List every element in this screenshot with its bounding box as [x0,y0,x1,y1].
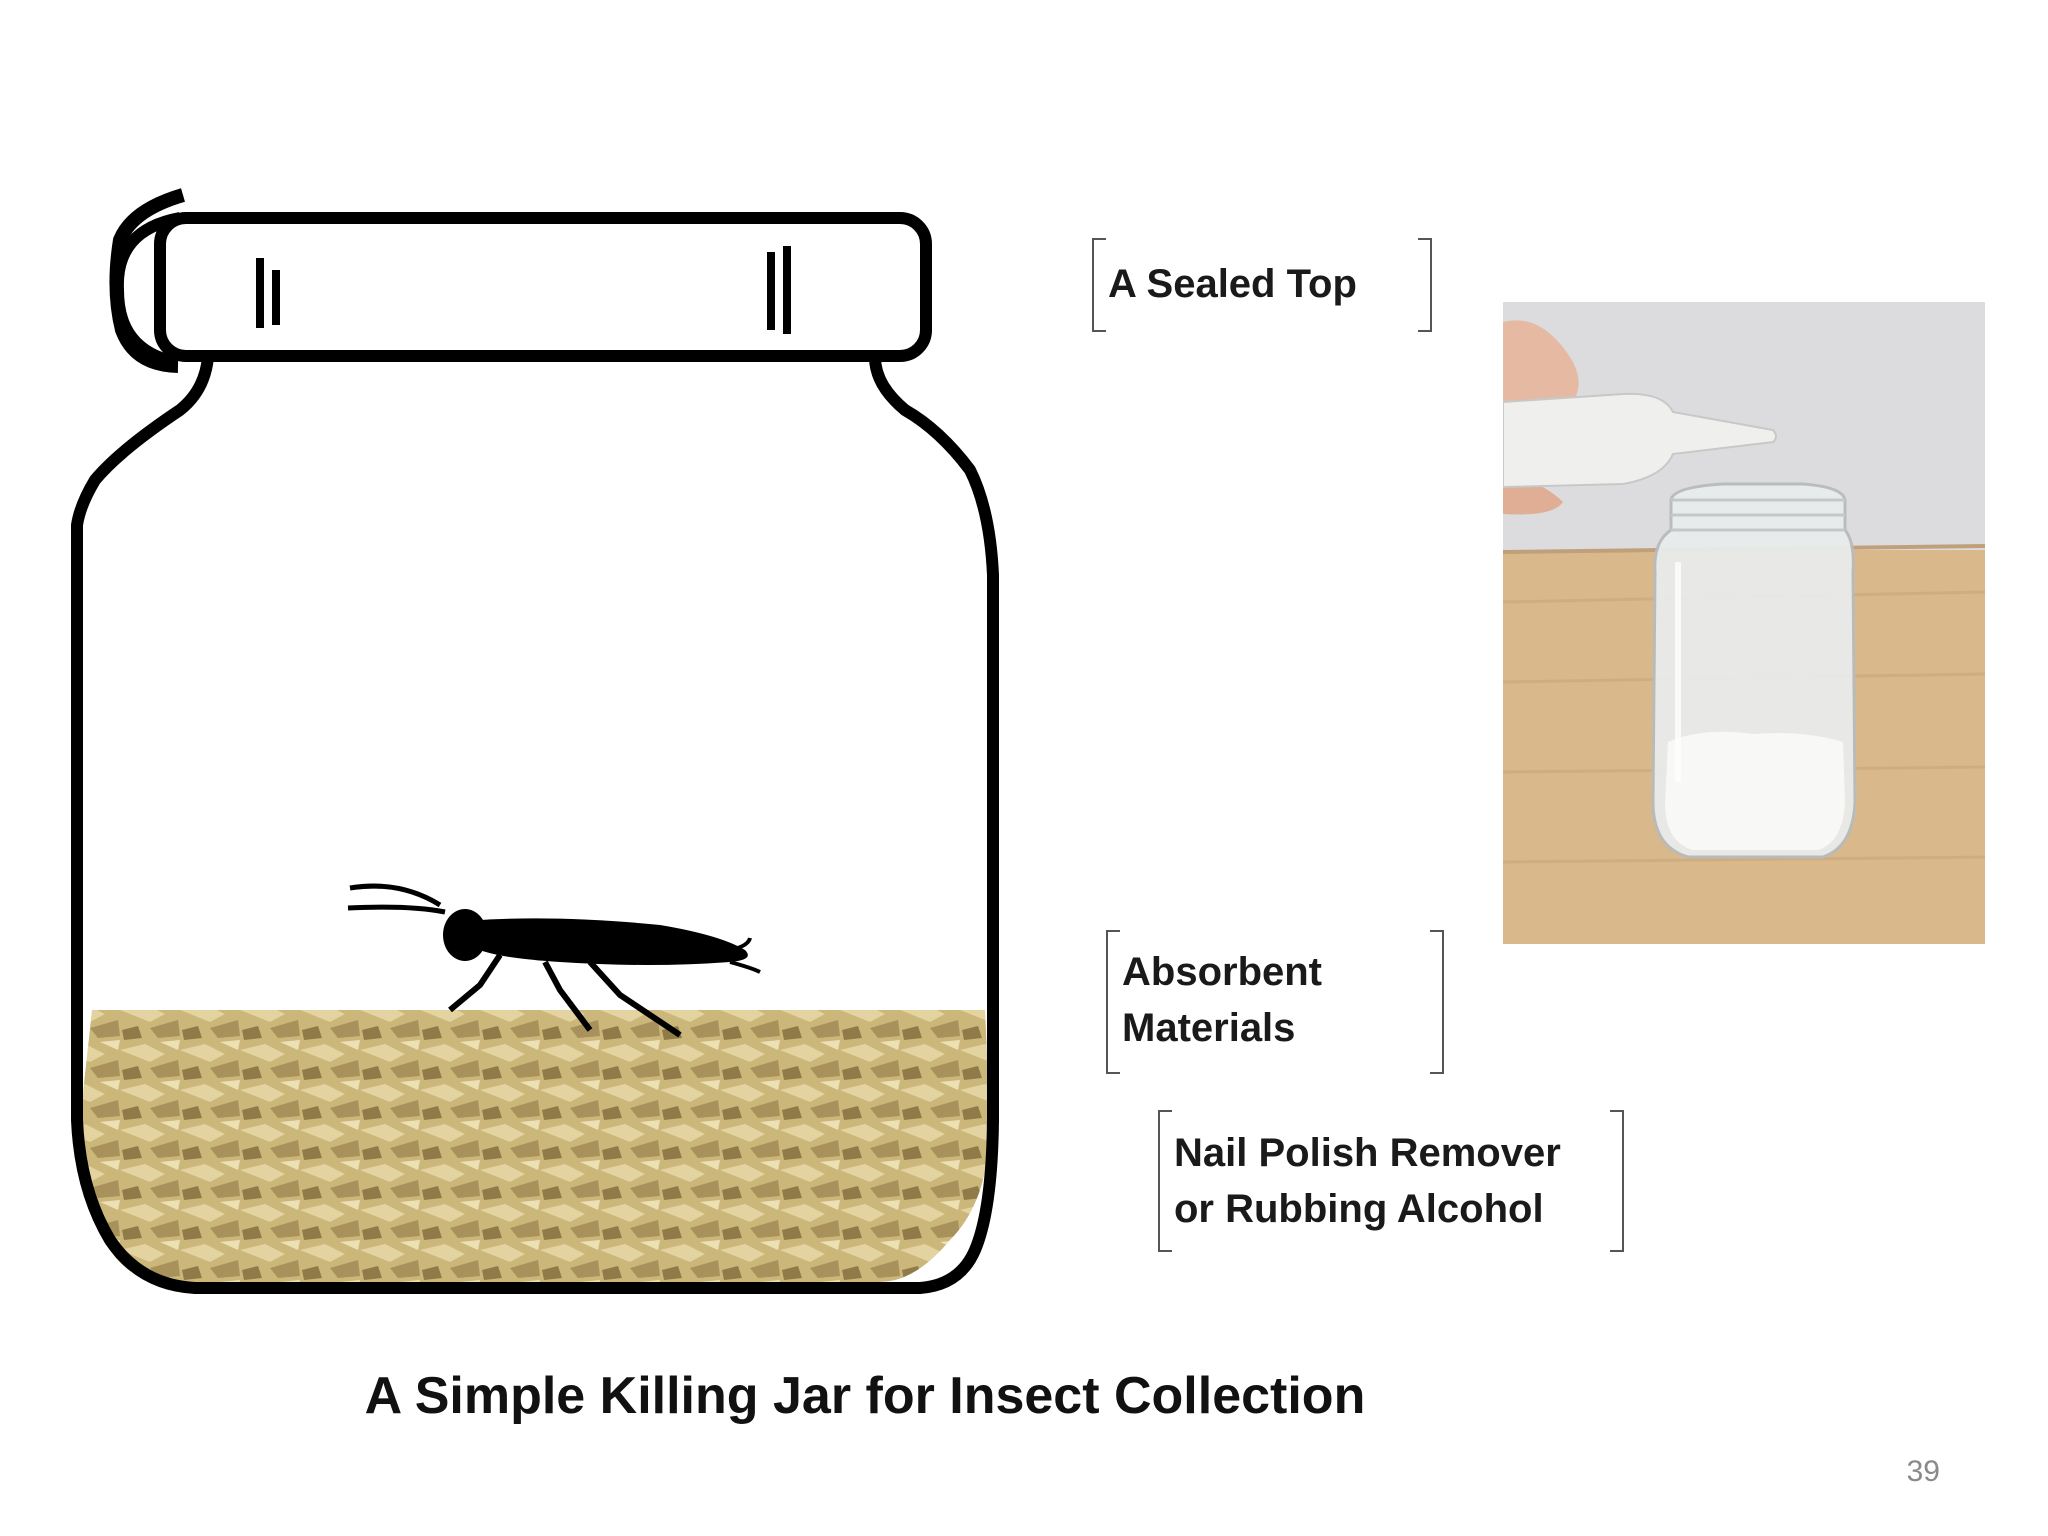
bracket-right [1430,930,1444,1074]
jar-body [71,351,999,1294]
label-line: Materials [1122,1006,1296,1050]
bracket-left [1092,238,1106,332]
label-liquid: Nail Polish Remover or Rubbing Alcohol [1174,1125,1561,1237]
slide-title: A Simple Killing Jar for Insect Collecti… [364,1367,1366,1425]
jar-lid [109,188,932,373]
cockroach-icon [347,883,761,1038]
bracket-right [1418,238,1432,332]
label-absorbent: Absorbent Materials [1122,944,1322,1056]
jar-illustration [71,188,999,1294]
label-sealed-top: A Sealed Top [1108,262,1357,306]
bracket-left [1106,930,1120,1074]
wood-chips [80,1010,990,1282]
bracket-right [1610,1110,1624,1252]
jar-photo [1503,302,1985,944]
bracket-left [1158,1110,1172,1252]
page-number: 39 [1906,1455,1940,1488]
label-line: Nail Polish Remover [1174,1131,1561,1175]
label-line: or Rubbing Alcohol [1174,1187,1544,1231]
label-line: Absorbent [1122,950,1322,994]
